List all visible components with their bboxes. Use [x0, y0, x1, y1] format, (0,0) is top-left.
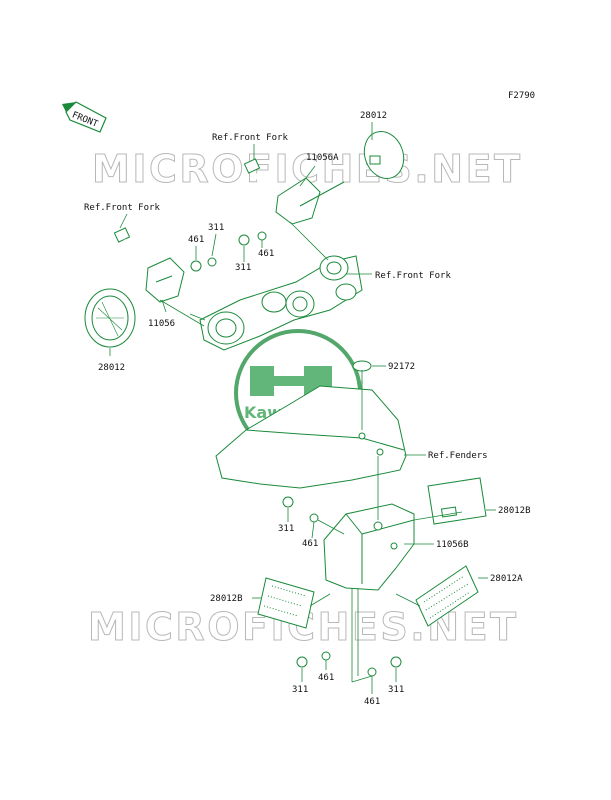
label-311-a: 311 [208, 223, 224, 233]
label-28012-top: 28012 [360, 111, 387, 121]
label-311-d: 311 [292, 685, 308, 695]
nut-311-e [390, 656, 402, 668]
round-reflector-right [363, 131, 405, 179]
rect-reflector-28012A [415, 565, 479, 627]
label-11056A: 11056A [306, 153, 339, 163]
rect-reflector-28012B-left [257, 577, 315, 629]
bracket-11056 [145, 257, 185, 303]
label-311-b: 311 [235, 263, 251, 273]
label-461-d: 461 [318, 673, 334, 683]
screw-92172 [352, 360, 372, 384]
washer-461-e [367, 667, 377, 677]
label-311-e: 311 [388, 685, 404, 695]
label-311-c: 311 [278, 524, 294, 534]
label-ref-front-fork-left: Ref.Front Fork [84, 203, 160, 213]
washer-461-d [321, 651, 331, 661]
label-461-c: 461 [302, 539, 318, 549]
round-reflector-left [84, 288, 136, 348]
label-28012-left: 28012 [98, 363, 125, 373]
bolt-left [113, 227, 146, 271]
label-11056: 11056 [148, 319, 175, 329]
label-461-a: 461 [188, 235, 204, 245]
bolt-top [243, 158, 272, 201]
rect-reflector-28012B-right [427, 477, 487, 525]
bracket-11056B [323, 503, 415, 591]
label-92172: 92172 [388, 362, 415, 372]
label-28012B-left: 28012B [210, 594, 243, 604]
label-28012B-right: 28012B [498, 506, 531, 516]
label-28012A: 28012A [490, 574, 523, 584]
label-ref-front-fork-top: Ref.Front Fork [212, 133, 288, 143]
label-ref-front-fork-right: Ref.Front Fork [375, 271, 451, 281]
label-ref-fenders: Ref.Fenders [428, 451, 488, 461]
nut-311-c [282, 496, 294, 508]
label-461-e: 461 [364, 697, 380, 707]
washer-461-a [190, 260, 202, 272]
nut-311-d [296, 656, 308, 668]
washer-461-b [257, 231, 267, 241]
figure-code: F2790 [508, 91, 535, 101]
label-11056B: 11056B [436, 540, 469, 550]
front-direction-arrow: FRONT [62, 101, 107, 133]
nut-311-b [238, 234, 250, 246]
washer-461-c [309, 513, 319, 523]
leader-lines [109, 122, 496, 694]
fork-lower-bracket [199, 255, 363, 351]
label-461-b: 461 [258, 249, 274, 259]
front-fender [215, 385, 407, 489]
nut-311-a [207, 257, 217, 267]
